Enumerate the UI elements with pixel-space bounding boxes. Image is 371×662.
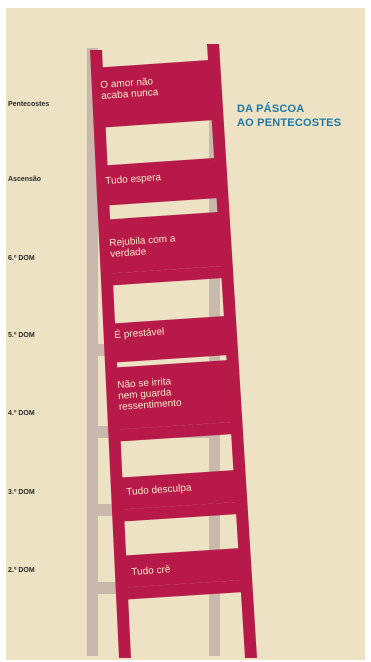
ladder-rung	[110, 422, 234, 442]
rung-panel	[92, 60, 213, 118]
side-label-6-dom: 6.º DOM	[8, 255, 35, 262]
side-label-4-dom: 4.º DOM	[8, 410, 35, 417]
rung-panel	[96, 158, 217, 196]
ladder-rung	[114, 502, 239, 522]
rung-phrase-1: O amor não acaba nunca	[100, 76, 159, 102]
ladder-rung	[95, 108, 214, 128]
poster-heading: DA PÁSCOA AO PENTECOSTES	[237, 102, 365, 130]
ladder-right-rail	[207, 44, 257, 658]
heading-line-2: AO PENTECOSTES	[237, 117, 342, 129]
rung-panel	[100, 212, 222, 274]
ladder-rung	[102, 266, 224, 286]
rung-phrase-5: Não se irrita nem guarda ressentimento	[117, 376, 182, 413]
rung-panel	[113, 470, 238, 510]
rung-panel	[105, 316, 227, 352]
rung-panel	[117, 548, 243, 588]
ladder-rung	[118, 580, 244, 600]
side-label-pentecostes: Pentecostes	[8, 101, 50, 108]
poster-frame: DA PÁSCOA AO PENTECOSTES Pentecostes Asc…	[6, 8, 365, 660]
side-label-2-dom: 2.º DOM	[8, 567, 35, 574]
ladder-rung	[98, 186, 219, 206]
ladder-rung	[106, 343, 229, 363]
rung-phrase-3: Rejubila com a verdade	[109, 233, 177, 260]
ladder-illustration	[87, 44, 257, 658]
rung-panel	[107, 360, 233, 430]
side-label-5-dom: 5.º DOM	[8, 332, 35, 339]
side-label-ascensao: Ascensão	[8, 176, 42, 183]
side-label-3-dom: 3.º DOM	[8, 489, 35, 496]
main-ladder	[90, 44, 257, 658]
heading-line-1: DA PÁSCOA	[237, 103, 305, 115]
